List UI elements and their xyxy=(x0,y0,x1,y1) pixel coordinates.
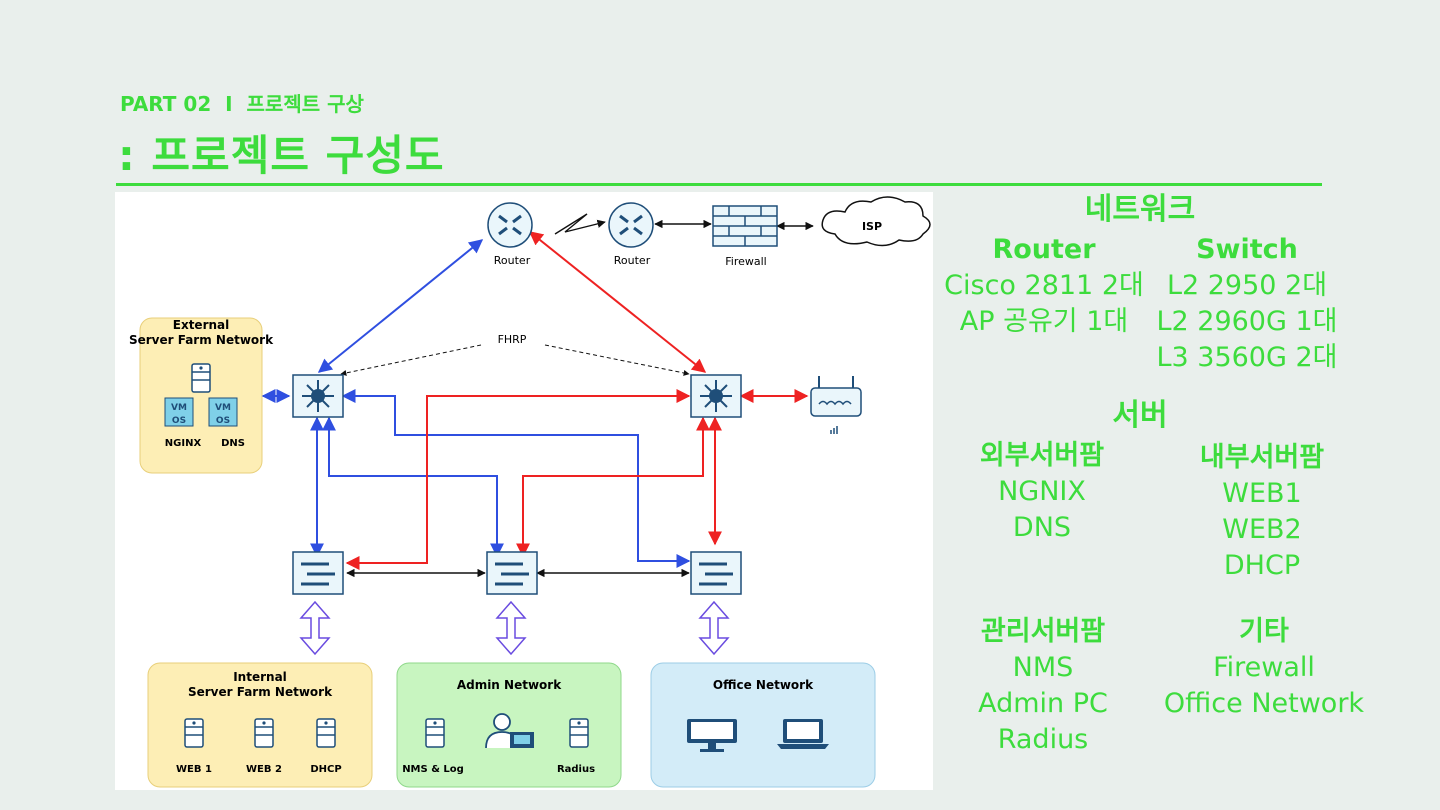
etc-heading: 기타 xyxy=(1239,616,1289,647)
external-zone-line1: External xyxy=(173,318,229,332)
management-farm-spec: 관리서버팜 NMS Admin PC Radius xyxy=(950,614,1136,758)
server-section: 서버 xyxy=(1080,390,1200,434)
switch-spec: Switch L2 2950 2대 L2 2960G 1대 L3 3560G 2… xyxy=(1150,232,1344,376)
external-farm-spec: 외부서버팜 NGNIX DNS xyxy=(950,438,1134,546)
l3-switch-icon xyxy=(292,374,344,418)
isp-cloud-icon xyxy=(821,196,931,247)
fhrp-links: FHRP xyxy=(340,333,690,376)
wireless-ap-icon xyxy=(810,376,862,434)
radius-label: Radius xyxy=(557,764,595,775)
server-icon xyxy=(184,718,204,748)
admin-network-zone: Admin Network NMS & Log Radius xyxy=(396,662,622,788)
switch-heading: Switch xyxy=(1196,234,1298,265)
part-label: PART 02 I 프로젝트 구상 xyxy=(120,92,364,116)
etc-spec: 기타 Firewall Office Network xyxy=(1146,614,1382,722)
internal-farm-heading: 내부서버팜 xyxy=(1199,442,1325,473)
server-icon xyxy=(254,718,274,748)
nms-log-label: NMS & Log xyxy=(402,764,464,775)
router-icon xyxy=(608,202,654,248)
server-icon xyxy=(191,363,211,393)
etc-item: Office Network xyxy=(1163,688,1365,719)
access-links xyxy=(299,600,730,656)
page-title: : 프로젝트 구성도 xyxy=(118,131,445,180)
router-heading: Router xyxy=(992,234,1096,265)
external-farm-item: NGNIX xyxy=(998,476,1086,507)
management-farm-item: Radius xyxy=(997,724,1089,755)
switch-item: L2 2960G 1대 xyxy=(1156,306,1338,337)
os-label: OS xyxy=(216,416,230,426)
router-label: Router xyxy=(614,254,651,267)
external-zone-line2: Server Farm Network xyxy=(129,333,274,347)
admin-zone-title: Admin Network xyxy=(457,678,562,692)
internal-zone-line2: Server Farm Network xyxy=(188,685,333,699)
vm-label: VM xyxy=(171,403,187,413)
l2-switch-icon xyxy=(690,551,742,595)
title-underline xyxy=(116,183,1322,186)
external-server-farm-zone: External Server Farm Network VM OS VM OS… xyxy=(129,317,274,474)
network-section: 네트워크 xyxy=(1060,184,1220,228)
external-farm-item: DNS xyxy=(1012,512,1072,543)
network-diagram: External Server Farm Network VM OS VM OS… xyxy=(115,192,933,790)
firewall-icon xyxy=(712,205,778,247)
router-icon xyxy=(487,202,533,248)
internal-farm-spec: 내부서버팜 WEB1 WEB2 DHCP xyxy=(1170,440,1354,584)
os-label: OS xyxy=(172,416,186,426)
management-farm-item: Admin PC xyxy=(978,688,1108,719)
server-icon xyxy=(316,718,336,748)
l2-switch-icon xyxy=(486,551,538,595)
external-farm-heading: 외부서버팜 xyxy=(979,440,1105,471)
office-network-zone: Office Network xyxy=(650,662,876,788)
dns-label: DNS xyxy=(221,438,245,449)
router-item: AP 공유기 1대 xyxy=(959,306,1129,337)
monitor-icon xyxy=(687,719,737,752)
management-farm-item: NMS xyxy=(1012,652,1074,683)
diagram-canvas: External Server Farm Network VM OS VM OS… xyxy=(129,196,931,788)
isp-label: ISP xyxy=(862,220,882,233)
internal-zone-line1: Internal xyxy=(233,670,287,684)
black-links xyxy=(346,213,814,578)
vm-label: VM xyxy=(215,403,231,413)
network-heading: 네트워크 xyxy=(1084,192,1196,227)
internal-farm-item: WEB1 xyxy=(1222,478,1302,509)
admin-pc-icon xyxy=(485,713,534,749)
router-item: Cisco 2811 2대 xyxy=(944,270,1144,301)
l3-switch-icon xyxy=(690,374,742,418)
internal-farm-item: DHCP xyxy=(1223,550,1301,581)
dhcp-label: DHCP xyxy=(310,764,341,775)
web2-label: WEB 2 xyxy=(246,764,282,775)
management-farm-heading: 관리서버팜 xyxy=(980,616,1106,647)
web1-label: WEB 1 xyxy=(176,764,212,775)
server-heading: 서버 xyxy=(1112,398,1168,433)
fhrp-label: FHRP xyxy=(498,333,527,346)
firewall-label: Firewall xyxy=(725,255,766,268)
router-spec: Router Cisco 2811 2대 AP 공유기 1대 xyxy=(938,232,1150,340)
server-icon xyxy=(425,718,445,748)
server-icon xyxy=(569,718,589,748)
internal-farm-item: WEB2 xyxy=(1222,514,1302,545)
switch-item: L3 3560G 2대 xyxy=(1156,342,1338,373)
red-links xyxy=(345,231,809,570)
office-zone-title: Office Network xyxy=(713,678,814,692)
nginx-label: NGINX xyxy=(165,438,202,449)
l2-switch-icon xyxy=(292,551,344,595)
router-label: Router xyxy=(494,254,531,267)
internal-server-farm-zone: Internal Server Farm Network WEB 1 WEB 2… xyxy=(147,662,373,788)
laptop-icon xyxy=(777,719,829,749)
switch-item: L2 2950 2대 xyxy=(1166,270,1328,301)
etc-item: Firewall xyxy=(1213,652,1315,683)
